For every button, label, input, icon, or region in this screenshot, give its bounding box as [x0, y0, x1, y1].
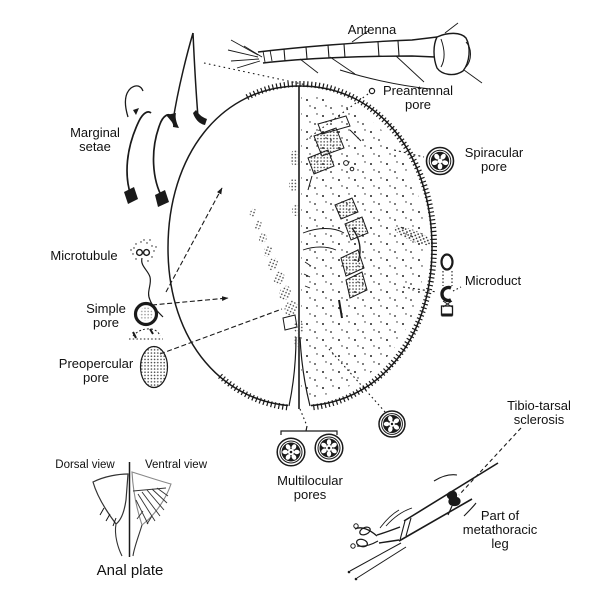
label-part-of-metathoracic-leg: Part of metathoracic leg [462, 508, 538, 551]
marginal-fringe-ticks [163, 81, 437, 411]
marginal-setae-drawing [124, 32, 207, 207]
fringe-mask [159, 92, 249, 380]
arrow-simple-pore [151, 296, 229, 306]
label-microduct: Microduct [464, 273, 522, 288]
microtubule-fuzz [130, 239, 157, 262]
label-multilocular-pores: Multilocular pores [277, 473, 343, 502]
leader-tibio-tarsal [458, 427, 522, 496]
leader-microduct-label [452, 286, 462, 292]
label-simple-pore: Simple pore [86, 301, 126, 330]
label-preopercular-pore: Preopercular pore [58, 356, 134, 385]
anal-fold-plate [282, 314, 298, 331]
label-anal-plate: Anal plate [96, 562, 164, 579]
label-spiracular-pore: Spiracular pore [464, 145, 524, 174]
tibio-tarsal-sclerosis-mark [446, 490, 461, 507]
antenna-apical-setae [227, 22, 483, 84]
ventral-disc-pore-icon [378, 410, 406, 438]
multilocular-bracket [280, 425, 338, 435]
preantennal-pore-marker [368, 87, 376, 95]
arrow-microtubule [165, 187, 223, 293]
leader-lines [151, 62, 522, 496]
label-tibio-tarsal-sclerosis: Tibio-tarsal sclerosis [507, 398, 571, 427]
multilocular-pores-icon [276, 425, 344, 467]
leader-microduct [402, 286, 438, 293]
antenna-drawing [227, 22, 483, 90]
anal-plate-drawing [92, 462, 172, 557]
metathoracic-leg-drawing [347, 462, 499, 581]
leader-marginal-seta [203, 62, 331, 91]
simple-pore-icon [129, 301, 163, 340]
anal-plate-dorsal-outline [92, 473, 129, 525]
spiracular-pore-icon [425, 146, 455, 176]
spiracular-furrow-dots [394, 226, 434, 246]
body-drawing [159, 81, 437, 413]
microtubule-icon [130, 239, 164, 318]
ventral-stipple-field [301, 94, 425, 398]
ventral-leg-sketches [302, 115, 369, 319]
preopercular-pore-chain [249, 208, 304, 347]
anal-plate-setae [135, 487, 169, 525]
label-marginal-setae: Marginal setae [70, 125, 120, 154]
midline-stipple [289, 150, 300, 216]
microduct-icon [440, 253, 454, 317]
preopercular-pore-icon [139, 345, 169, 389]
label-antenna: Antenna [347, 22, 397, 37]
label-preantennal-pore: Preantennal pore [382, 83, 454, 112]
label-microtubule: Microtubule [50, 248, 118, 263]
anal-cleft-left [288, 336, 297, 407]
leader-preopercular [159, 308, 283, 355]
label-dorsal-view: Dorsal view [55, 459, 115, 471]
anal-plate-ventral-outline [131, 471, 172, 526]
leader-spiracular-pore [393, 149, 425, 158]
label-ventral-view: Ventral view [144, 459, 208, 471]
leader-ventral-pore [328, 348, 387, 414]
leader-multilocular [299, 408, 308, 427]
